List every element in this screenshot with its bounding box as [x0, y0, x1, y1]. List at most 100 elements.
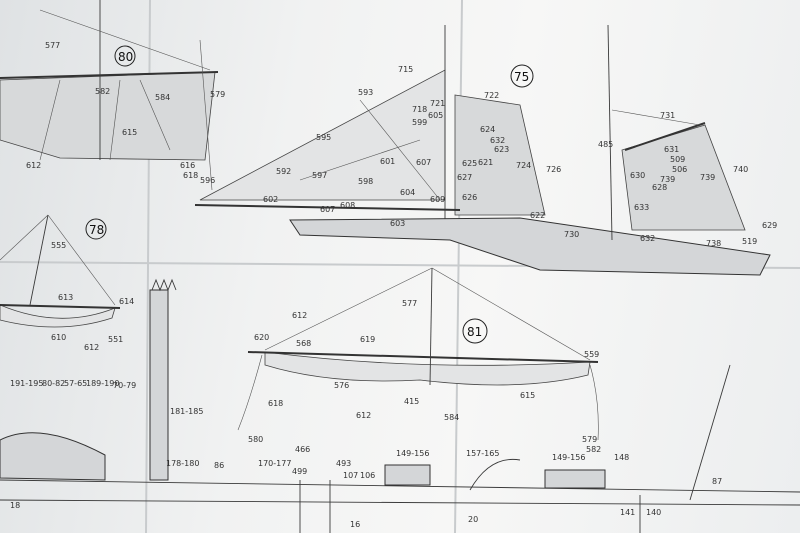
stay-80 [39, 9, 211, 71]
label: 738 [706, 239, 721, 248]
label: 632 [490, 136, 505, 145]
label: 718 [412, 105, 427, 114]
label: 726 [546, 165, 561, 174]
figure-78: 78 555 613 614 610 612 551 [0, 214, 134, 352]
label: 592 [276, 167, 291, 176]
label: 610 [51, 333, 66, 342]
label: 493 [336, 459, 351, 468]
label: 623 [494, 145, 509, 154]
circle-marker-81 [462, 318, 488, 344]
label: 86 [214, 461, 224, 470]
label: 579 [210, 90, 225, 99]
label: 629 [762, 221, 777, 230]
label: 607 [416, 158, 431, 167]
label: 485 [598, 140, 613, 149]
deck-line-a [0, 479, 800, 493]
label: 614 [119, 297, 134, 306]
label: 609 [430, 195, 445, 204]
label: 613 [58, 293, 73, 302]
label: 106 [360, 471, 375, 480]
label: 721 [430, 99, 445, 108]
figure-right-schooner: 731 485 631 509 506 739 739 630 628 633 … [598, 24, 777, 248]
label: 612 [84, 343, 99, 352]
label: 739 [700, 173, 715, 182]
stay-78b [0, 214, 49, 261]
sail-80 [0, 71, 216, 161]
circle-marker-75 [510, 64, 534, 88]
circle-number-75: 75 [514, 70, 529, 84]
label: 598 [358, 177, 373, 186]
label: 576 [334, 381, 349, 390]
label: 731 [660, 111, 675, 120]
label: 612 [292, 311, 307, 320]
boom-75 [194, 204, 461, 211]
deck-box-a [384, 464, 431, 486]
label: 577 [45, 41, 60, 50]
gaff-right [624, 122, 706, 151]
label: 722 [484, 91, 499, 100]
mast-81 [429, 267, 433, 386]
label: 621 [478, 158, 493, 167]
label: 582 [586, 445, 601, 454]
label: 608 [340, 201, 355, 210]
label: 555 [51, 241, 66, 250]
mast-right [607, 24, 613, 241]
circle-marker-80 [114, 45, 136, 67]
label: 630 [630, 171, 645, 180]
stay-81a [264, 267, 433, 351]
label: 415 [404, 397, 419, 406]
stay-81b [431, 267, 591, 361]
label: 631 [664, 145, 679, 154]
line-80b [109, 79, 121, 161]
label: 519 [742, 237, 757, 246]
yard-80 [0, 71, 219, 79]
awning-78 [0, 304, 116, 328]
line-right-a [611, 109, 701, 126]
label: 18 [10, 501, 20, 510]
label: 580 [248, 435, 263, 444]
label: 148 [614, 453, 629, 462]
line-81-right [589, 364, 599, 441]
label: 170-177 [258, 459, 291, 468]
label: 615 [520, 391, 535, 400]
derrick [689, 364, 731, 501]
label: 597 [312, 171, 327, 180]
line-75b [359, 99, 441, 201]
line-75a [299, 139, 421, 181]
label: 551 [108, 335, 123, 344]
line-80d [199, 39, 213, 191]
label: 582 [95, 87, 110, 96]
label: 191-195 [10, 379, 43, 388]
deck-line-b [0, 499, 800, 506]
label: 618 [183, 171, 198, 180]
circle-number-78: 78 [89, 223, 104, 237]
label: 612 [26, 161, 41, 170]
label: 604 [400, 188, 415, 197]
spar-81 [247, 351, 599, 363]
label: 739 [660, 175, 675, 184]
label: 157-165 [466, 449, 499, 458]
label: 740 [733, 165, 748, 174]
label: 615 [122, 128, 137, 137]
label: 605 [428, 111, 443, 120]
label: 70-79 [113, 381, 136, 390]
label: 622 [530, 211, 545, 220]
label: 87 [712, 477, 722, 486]
label: 724 [516, 161, 531, 170]
circle-number-81: 81 [467, 325, 482, 339]
deck-box-b [544, 469, 606, 489]
label: 181-185 [170, 407, 203, 416]
label: 625 [462, 159, 477, 168]
label: 619 [360, 335, 375, 344]
figure-75: 75 715 593 718 605 721 595 599 596 597 5… [194, 25, 771, 276]
label: 466 [295, 445, 310, 454]
line-80a [39, 79, 61, 161]
label: 506 [672, 165, 687, 174]
figure-deck-plan: 191-195 80-82 57-65 189-190 70-79 181-18… [0, 278, 800, 533]
label: 616 [180, 161, 195, 170]
label: 568 [296, 339, 311, 348]
figure-80: 80 577 582 584 579 615 616 618 612 [0, 0, 225, 191]
label: 577 [402, 299, 417, 308]
mainsail-75 [454, 94, 546, 216]
